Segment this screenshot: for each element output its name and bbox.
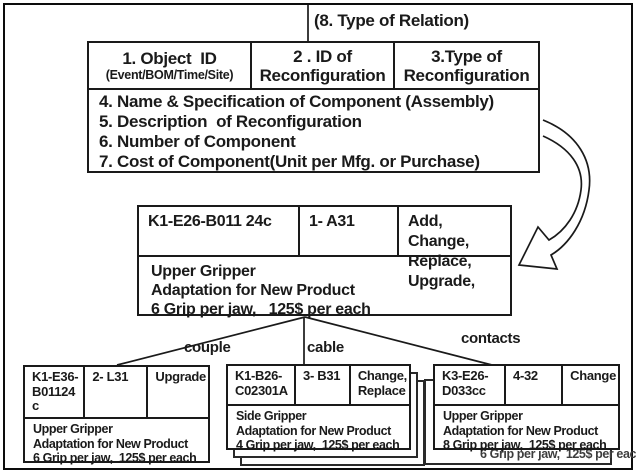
child-record-description: Upper Gripper Adaptation for New Product… bbox=[25, 419, 208, 466]
parent-record-header: K1-E26-B011 24c 1- A31 Add, Change, Repl… bbox=[139, 207, 510, 290]
child-record-header: K1-E36- B01124 c 2- L31 Upgrade bbox=[25, 367, 208, 419]
description-line: 4 Grip per jaw, 125$ per each bbox=[236, 438, 400, 453]
child-reconfig-id: 2- L31 bbox=[85, 367, 149, 417]
child-record-description: Upper Gripper Adaptation for New Product… bbox=[435, 406, 618, 453]
schema-header-row: 1. Object ID (Event/BOM/Time/Site) 2 . I… bbox=[87, 41, 540, 90]
child-reconfig-id: 4-32 bbox=[506, 366, 564, 404]
child-record-box-contacts: K3-E26- D033cc 4-32 Change Upper Gripper… bbox=[433, 364, 620, 453]
parent-record-description: Upper Gripper Adaptation for New Product… bbox=[139, 257, 510, 319]
description-line: 8 Grip per jaw, 125$ per each bbox=[443, 438, 607, 453]
child-reconfig-type: Upgrade bbox=[155, 369, 206, 384]
description-line: Adaptation for New Product bbox=[33, 436, 188, 451]
relation-type-label: (8. Type of Relation) bbox=[314, 11, 469, 30]
schema-attribute: 7. Cost of Component(Unit per Mfg. or Pu… bbox=[99, 152, 480, 171]
description-line: Side Gripper bbox=[236, 409, 307, 423]
schema-attribute: 6. Number of Component bbox=[99, 132, 296, 151]
parent-object-id: K1-E26-B011 24c bbox=[139, 207, 300, 255]
schema-col-subtitle: Reconfiguration bbox=[403, 65, 530, 85]
schema-col-reconfig-type: 3.Type of Reconfiguration bbox=[395, 43, 538, 88]
description-line: Upper Gripper bbox=[33, 422, 113, 436]
child-reconfig-type: Change, Replace bbox=[357, 368, 407, 398]
schema-col-title: 1. Object ID bbox=[122, 49, 217, 68]
branch-label-couple: couple bbox=[184, 339, 231, 356]
schema-col-subtitle: (Event/BOM/Time/Site) bbox=[105, 68, 234, 82]
child-reconfig-type: Change bbox=[570, 368, 616, 383]
child-record-header: K1-B26- C02301A 3- B31 Change, Replace bbox=[228, 366, 409, 406]
description-line: Upper Gripper bbox=[443, 409, 523, 423]
child-record-box-couple: K1-E36- B01124 c 2- L31 Upgrade Upper Gr… bbox=[23, 365, 210, 466]
description-line: Adaptation for New Product bbox=[443, 423, 598, 438]
description-line: 6 Grip per jaw, 125$ per each bbox=[33, 451, 197, 466]
child-record-description: Side Gripper Adaptation for New Product … bbox=[228, 406, 409, 453]
outer-border bbox=[3, 3, 633, 470]
branch-label-contacts: contacts bbox=[461, 330, 521, 347]
parent-reconfig-type: Add, Change, Replace, Upgrade, bbox=[408, 213, 475, 290]
schema-attribute: 4. Name & Specification of Component (As… bbox=[99, 92, 494, 111]
child-record-header: K3-E26- D033cc 4-32 Change bbox=[435, 366, 618, 406]
schema-col-object-id: 1. Object ID (Event/BOM/Time/Site) bbox=[89, 43, 252, 88]
schema-col-subtitle: Reconfiguration bbox=[259, 65, 386, 85]
schema-col-reconfig-id: 2 . ID of Reconfiguration bbox=[252, 43, 395, 88]
description-line: Upper Gripper bbox=[151, 263, 256, 280]
schema-attributes-box: 4. Name & Specification of Component (As… bbox=[87, 90, 540, 173]
child-object-id: K1-B26- C02301A bbox=[228, 366, 297, 404]
description-line: Adaptation for New Product bbox=[236, 423, 391, 438]
schema-col-title: 2 . ID of bbox=[293, 46, 352, 66]
description-line: 6 Grip per jaw, 125$ per each bbox=[151, 301, 371, 318]
parent-reconfig-id: 1- A31 bbox=[300, 207, 399, 255]
child-object-id: K1-E36- B01124 c bbox=[25, 367, 86, 417]
child-object-id: K3-E26- D033cc bbox=[435, 366, 507, 404]
schema-attribute: 5. Description of Reconfiguration bbox=[99, 112, 362, 131]
child-record-box-cable: K1-B26- C02301A 3- B31 Change, Replace S… bbox=[226, 364, 411, 453]
schema-col-title: 3.Type of bbox=[431, 46, 502, 66]
branch-label-cable: cable bbox=[307, 339, 344, 356]
description-line: Adaptation for New Product bbox=[151, 282, 355, 299]
parent-record-box: K1-E26-B011 24c 1- A31 Add, Change, Repl… bbox=[137, 205, 512, 319]
child-reconfig-id: 3- B31 bbox=[296, 366, 351, 404]
stacked-card-text: 6 Grip per jaw, 125$ per each bbox=[480, 447, 637, 461]
